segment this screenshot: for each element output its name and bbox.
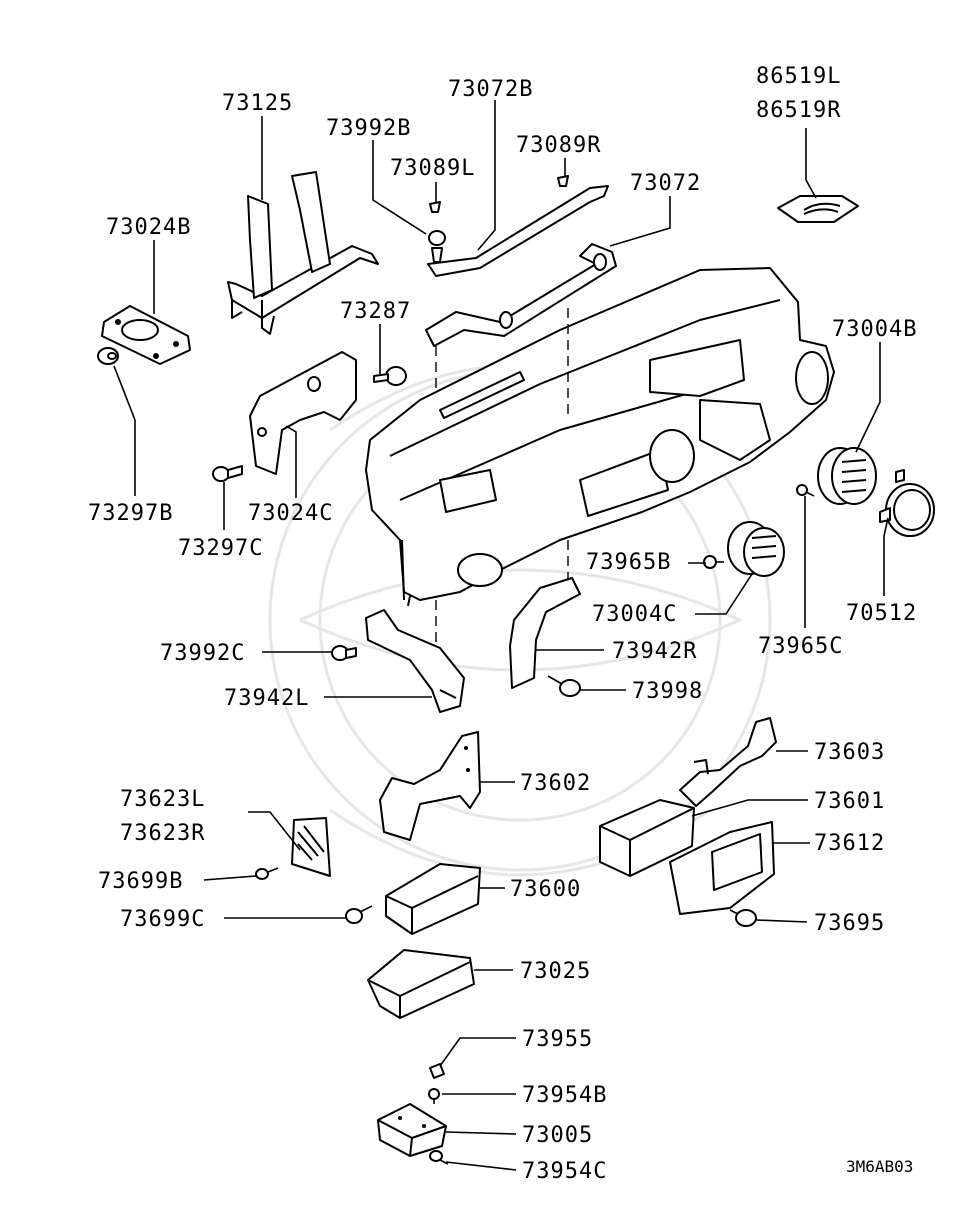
part-73125-bracket — [227, 171, 379, 335]
label-73699B: 73699B — [98, 869, 183, 894]
part-labels: 73125 73072B 73992B 73089L 73089R 73072 … — [88, 64, 917, 1184]
leader-73699B — [203, 875, 257, 881]
leader-73072 — [609, 196, 671, 247]
label-73603: 73603 — [814, 740, 885, 765]
label-73699C: 73699C — [120, 907, 205, 932]
part-73601-pocket — [599, 799, 695, 877]
part-73965C-screw — [796, 484, 815, 497]
leader-73992B — [372, 140, 427, 235]
part-73072-rod — [425, 243, 617, 347]
label-86519R: 86519R — [756, 98, 841, 123]
label-73600: 73600 — [510, 877, 581, 902]
part-73612-panel — [669, 821, 775, 915]
label-73287: 73287 — [340, 299, 411, 324]
label-73623R: 73623R — [120, 821, 205, 846]
label-73024B: 73024B — [106, 215, 191, 240]
leader-73297B — [113, 365, 136, 496]
part-73602-bracket — [379, 731, 481, 841]
label-73125: 73125 — [222, 91, 293, 116]
leader-lines — [113, 100, 889, 1171]
part-73942R-bracket — [509, 577, 581, 689]
label-73602: 73602 — [520, 771, 591, 796]
label-73601: 73601 — [814, 789, 885, 814]
part-instrument-panel — [365, 267, 835, 650]
part-73699B-screw — [255, 867, 279, 880]
leader-73623 — [248, 811, 301, 851]
label-73965C: 73965C — [758, 634, 843, 659]
leader-73004C — [695, 573, 753, 615]
label-73623L: 73623L — [120, 787, 205, 812]
part-73942L-bracket — [365, 609, 465, 713]
label-73942L: 73942L — [224, 686, 309, 711]
part-73297B-clip — [97, 347, 119, 365]
leader-73954C — [445, 1161, 517, 1171]
part-86519-pad — [777, 195, 859, 223]
part-73024C-bracket — [249, 351, 357, 475]
part-73004C-vent — [727, 521, 785, 577]
label-73992B: 73992B — [326, 116, 411, 141]
part-73955-nut — [429, 1063, 445, 1079]
label-73297B: 73297B — [88, 501, 173, 526]
leader-73024C — [285, 425, 297, 498]
label-73072: 73072 — [630, 171, 701, 196]
part-73072B-bar — [427, 175, 609, 277]
part-73005-tray — [377, 1103, 447, 1157]
part-73297C-clip — [212, 465, 243, 482]
label-73612: 73612 — [814, 831, 885, 856]
part-73024B-plate — [101, 305, 191, 365]
label-73004B: 73004B — [832, 317, 917, 342]
part-73287-nut — [373, 366, 407, 386]
part-73025-tray — [367, 949, 475, 1019]
leader-73601 — [691, 799, 808, 817]
label-73992C: 73992C — [160, 641, 245, 666]
part-73004B-vent — [817, 447, 877, 505]
label-73965B: 73965B — [586, 550, 671, 575]
leader-73004B — [855, 342, 881, 453]
part-73998-bolt — [547, 675, 581, 697]
part-73600-pocket — [385, 863, 481, 935]
label-86519L: 86519L — [756, 64, 841, 89]
label-73695: 73695 — [814, 911, 885, 936]
part-73699C-clip — [345, 905, 373, 924]
leader-73072B — [477, 100, 496, 251]
diagram-code: 3M6AB03 — [846, 1157, 913, 1176]
label-73089L: 73089L — [390, 156, 475, 181]
label-73005: 73005 — [522, 1123, 593, 1148]
leader-73695 — [755, 919, 808, 923]
leader-86519 — [805, 128, 817, 199]
part-73965B-screw — [703, 555, 724, 569]
label-73955: 73955 — [522, 1027, 593, 1052]
label-73954C: 73954C — [522, 1159, 607, 1184]
part-70512-bezel — [879, 469, 935, 537]
label-73025: 73025 — [520, 959, 591, 984]
label-70512: 70512 — [846, 601, 917, 626]
leader-73955 — [439, 1037, 516, 1067]
label-73072B: 73072B — [448, 77, 533, 102]
leader-70512 — [883, 517, 889, 596]
part-73954B-screw — [428, 1088, 440, 1104]
label-73004C: 73004C — [592, 602, 677, 627]
part-73603-bracket — [679, 717, 777, 807]
part-73992C-clip — [331, 645, 357, 661]
part-73623-grille — [291, 817, 331, 877]
label-73297C: 73297C — [178, 536, 263, 561]
leader-73005 — [445, 1131, 517, 1135]
label-73954B: 73954B — [522, 1083, 607, 1108]
label-73942R: 73942R — [612, 639, 697, 664]
part-73954C-screw — [429, 1150, 449, 1165]
label-73089R: 73089R — [516, 133, 601, 158]
part-73695-clip — [729, 909, 757, 927]
label-73998: 73998 — [632, 679, 703, 704]
label-73024C: 73024C — [248, 501, 333, 526]
